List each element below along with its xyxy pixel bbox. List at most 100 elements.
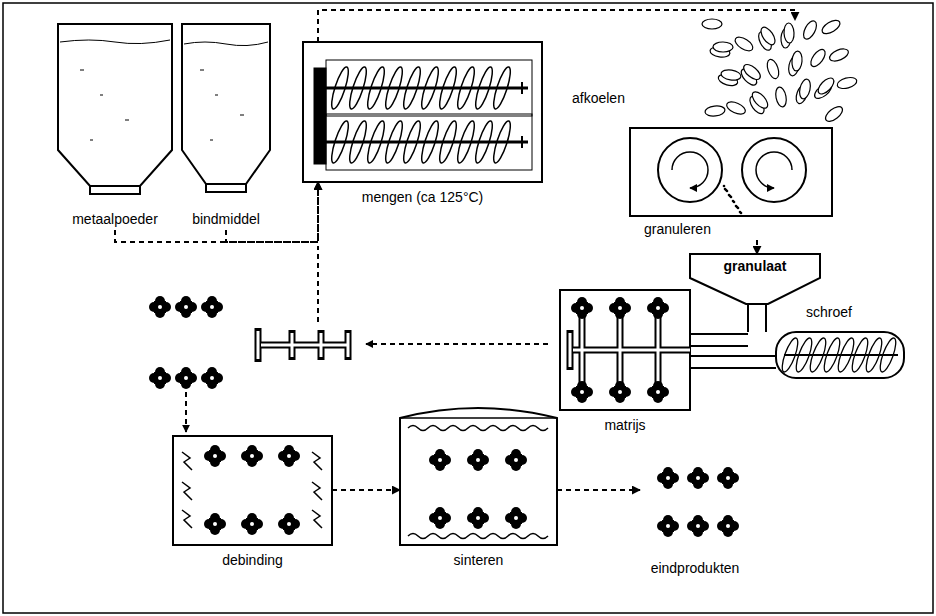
- screw-flight: [793, 336, 815, 373]
- pellet: [725, 99, 747, 116]
- granule: [730, 196, 733, 199]
- pellet: [815, 75, 836, 96]
- screw-flight: [821, 336, 843, 373]
- screw-flight: [364, 66, 387, 111]
- screw-flight: [863, 336, 885, 373]
- mixer-node: mengen (ca 125°C): [303, 42, 542, 182]
- process-note: schroef: [806, 304, 852, 321]
- pellet: [801, 19, 819, 41]
- screw-flight: [454, 120, 477, 165]
- sintering-furnace: [400, 408, 557, 545]
- pellet: [733, 34, 755, 53]
- flow-arrow: [557, 489, 640, 491]
- screw-flight: [779, 336, 801, 373]
- hopper: [58, 24, 270, 194]
- screw-flight: [382, 66, 405, 111]
- mixer: [303, 42, 542, 182]
- screw-flight: [400, 66, 423, 111]
- node-label: bindmiddel: [192, 211, 260, 228]
- granule: [726, 190, 729, 193]
- node-label: sinteren: [454, 552, 504, 569]
- feed-hopper: [690, 254, 820, 304]
- hopper-node: bindmiddel: [176, 22, 276, 230]
- node-label: mengen (ca 125°C): [362, 189, 484, 206]
- granule: [739, 211, 742, 214]
- mould-node: matrijs: [560, 290, 690, 410]
- screw-flight: [472, 120, 495, 165]
- node-label: matrijs: [604, 417, 645, 434]
- pellet: [791, 51, 803, 72]
- screw-flight: [328, 66, 351, 111]
- flow-arrow: [318, 10, 795, 42]
- granulator-node: granuleren: [630, 20, 860, 240]
- screw-flight: [807, 336, 829, 373]
- heat-wave: [408, 534, 548, 539]
- moulded-parts: [149, 296, 223, 389]
- furnace-node: sinteren: [400, 418, 557, 545]
- pellet: [720, 68, 741, 81]
- debinding-oven: [173, 436, 332, 545]
- flow-arrow: [332, 489, 400, 491]
- pellet: [741, 62, 763, 83]
- screw-flight: [418, 66, 441, 111]
- granule: [723, 185, 726, 188]
- screw-flight: [418, 120, 441, 165]
- pellet: [783, 23, 794, 43]
- screw-flight: [436, 120, 459, 165]
- runner: [258, 328, 350, 362]
- screw-flight: [849, 336, 871, 373]
- granulator: [630, 18, 858, 216]
- powder-level: [60, 40, 268, 140]
- node-label: debinding: [222, 552, 283, 569]
- granule: [728, 194, 731, 197]
- pellet: [836, 76, 858, 91]
- flow-arrow: [186, 246, 548, 432]
- granule: [725, 189, 728, 192]
- granule: [740, 212, 743, 215]
- screw-flight: [877, 336, 899, 373]
- screw-flight: [382, 120, 405, 165]
- pellet: [750, 89, 771, 111]
- node-label: eindprodukten: [651, 560, 740, 577]
- granule: [737, 207, 740, 210]
- frame: [3, 3, 933, 613]
- screw-flight: [328, 120, 351, 165]
- pellet: [828, 46, 850, 63]
- granule: [733, 201, 736, 204]
- feed-hopper-node: granulaat: [690, 254, 820, 304]
- feed-pipe: [690, 304, 776, 368]
- screw-flight: [364, 120, 387, 165]
- mould: [560, 290, 690, 410]
- flow-arrow: [756, 240, 758, 254]
- pellet: [808, 47, 828, 69]
- pellet: [702, 19, 722, 29]
- screw-flight: [472, 66, 495, 111]
- node-label: metaalpoeder: [72, 211, 158, 228]
- pellet: [758, 25, 777, 47]
- pellet: [765, 58, 781, 80]
- pellet: [798, 78, 812, 100]
- products-node: eindprodukten: [640, 455, 750, 579]
- granule: [729, 195, 732, 198]
- granule: [732, 200, 735, 203]
- screw-flight: [436, 66, 459, 111]
- end-products: [657, 467, 739, 537]
- process-note: afkoelen: [572, 90, 625, 107]
- oven-node: debinding: [173, 436, 332, 545]
- screw-flight: [490, 120, 513, 165]
- pellet: [704, 105, 725, 117]
- screw-flight: [454, 66, 477, 111]
- pellet: [774, 86, 788, 108]
- granule: [736, 206, 739, 209]
- pellet: [823, 104, 845, 124]
- node-label: granulaat: [723, 258, 786, 275]
- pellet: [820, 18, 842, 37]
- screw: [776, 332, 904, 378]
- hopper-node: metaalpoeder: [52, 22, 178, 230]
- screw-flight: [400, 120, 423, 165]
- screw-flight: [490, 66, 513, 111]
- screw-flight: [835, 336, 857, 373]
- pellet: [713, 42, 733, 52]
